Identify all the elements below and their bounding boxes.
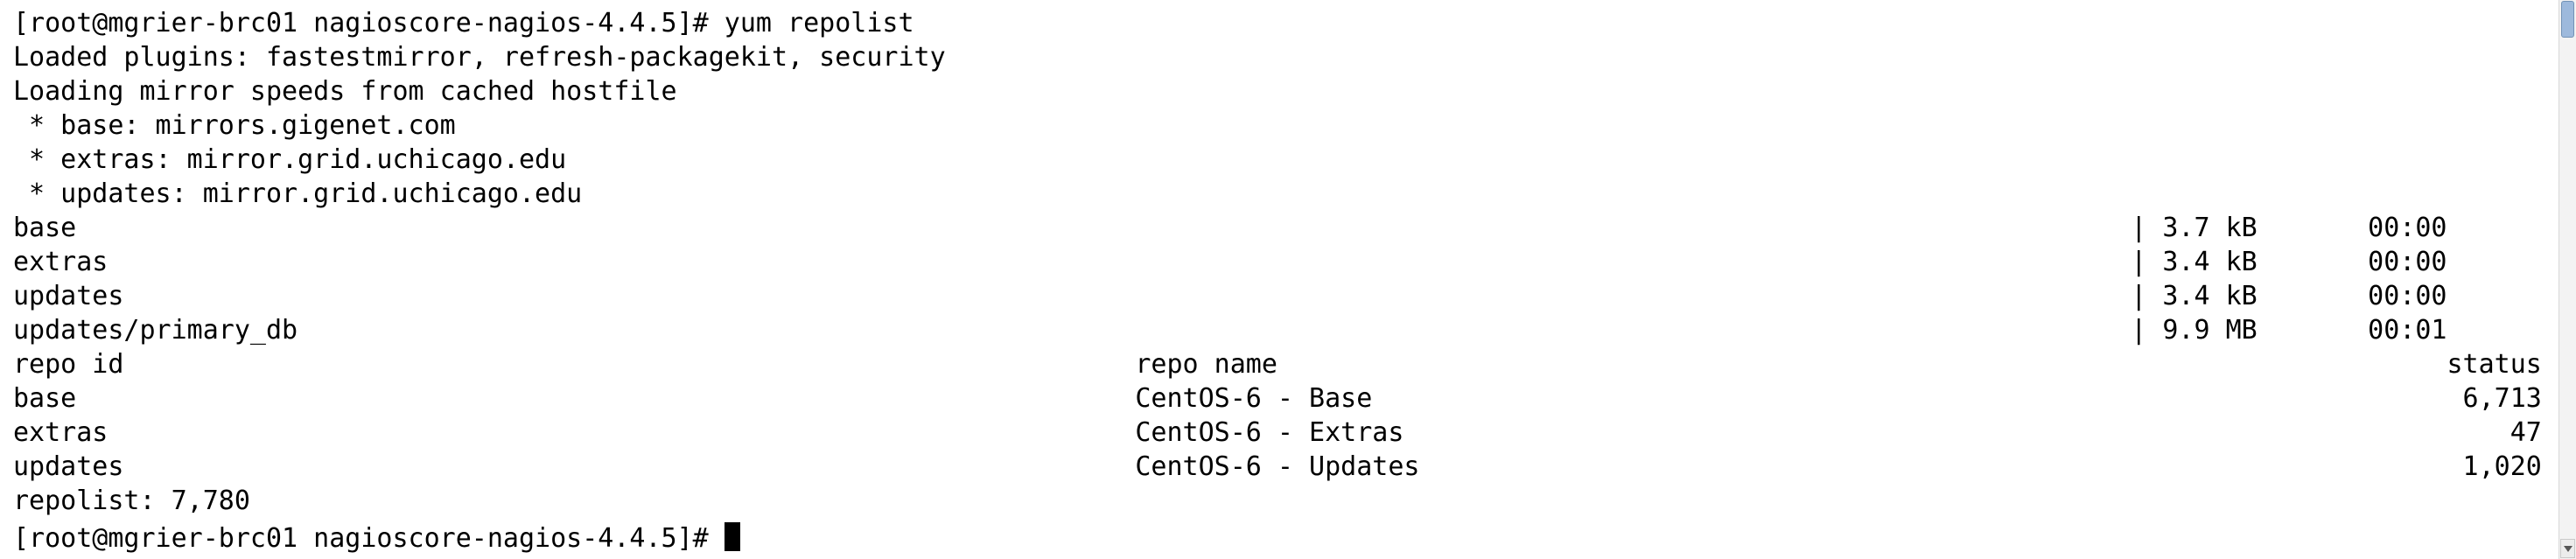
terminal-line-text: repolist: 7,780 [13,486,250,516]
terminal-line-text: [root@mgrier-brc01 nagioscore-nagios-4.4… [13,523,724,554]
terminal-line-text: * base: mirrors.gigenet.com [13,110,456,141]
terminal-line: updates CentOS-6 - Updates 1,020 [13,450,2558,484]
terminal-line-text: [root@mgrier-brc01 nagioscore-nagios-4.4… [13,8,914,38]
terminal-line: * extras: mirror.grid.uchicago.edu [13,143,2558,177]
terminal-line-text: Loaded plugins: fastestmirror, refresh-p… [13,42,946,73]
terminal-line-text: * updates: mirror.grid.uchicago.edu [13,178,583,209]
terminal-line: base | 3.7 kB 00:00 [13,211,2558,245]
terminal-line-text: extras | 3.4 kB 00:00 [13,247,2447,277]
terminal-line: [root@mgrier-brc01 nagioscore-nagios-4.4… [13,6,2558,40]
terminal-line-text: updates CentOS-6 - Updates 1,020 [13,451,2542,482]
terminal-line-text: Loading mirror speeds from cached hostfi… [13,76,677,107]
scrollbar-thumb[interactable] [2561,1,2574,38]
terminal-line: base CentOS-6 - Base 6,713 [13,381,2558,416]
scroll-down-button[interactable] [2560,539,2575,558]
terminal-line: Loaded plugins: fastestmirror, refresh-p… [13,40,2558,74]
terminal-line-text: base | 3.7 kB 00:00 [13,213,2447,243]
terminal-line: [root@mgrier-brc01 nagioscore-nagios-4.4… [13,518,2558,554]
terminal-line: repolist: 7,780 [13,484,2558,518]
terminal-line: extras CentOS-6 - Extras 47 [13,416,2558,450]
terminal-line-text: updates | 3.4 kB 00:00 [13,281,2447,311]
terminal-line: updates/primary_db | 9.9 MB 00:01 [13,313,2558,347]
terminal-line-text: updates/primary_db | 9.9 MB 00:01 [13,315,2447,346]
terminal-line: * base: mirrors.gigenet.com [13,108,2558,143]
terminal-line: * updates: mirror.grid.uchicago.edu [13,177,2558,211]
terminal-line-text: * extras: mirror.grid.uchicago.edu [13,144,567,175]
terminal-cursor [724,522,740,551]
terminal-line-text: repo id repo name status [13,349,2542,380]
scrollbar[interactable] [2558,0,2576,559]
terminal-line: extras | 3.4 kB 00:00 [13,245,2558,279]
terminal-output[interactable]: [root@mgrier-brc01 nagioscore-nagios-4.4… [13,6,2558,554]
terminal-line-text: extras CentOS-6 - Extras 47 [13,417,2542,448]
terminal-line: Loading mirror speeds from cached hostfi… [13,74,2558,108]
terminal-line: updates | 3.4 kB 00:00 [13,279,2558,313]
terminal-line: repo id repo name status [13,347,2558,381]
scroll-down-icon [2563,545,2572,552]
terminal-line-text: base CentOS-6 - Base 6,713 [13,383,2542,414]
